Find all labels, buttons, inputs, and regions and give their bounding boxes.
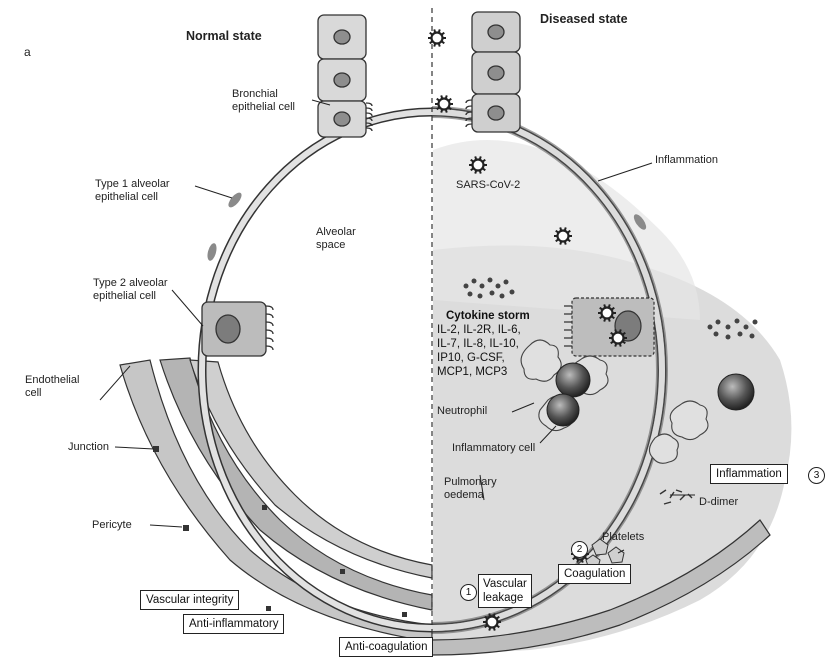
box-vascular-leakage: Vascular leakage [478,574,532,608]
panel-letter: a [24,46,31,59]
step-number-3: 3 [808,467,825,484]
label-type1: Type 1 alveolar epithelial cell [95,178,170,204]
label-bronchial: Bronchial epithelial cell [232,88,295,114]
step-number-2: 2 [571,541,588,558]
label-junction: Junction [68,441,109,454]
label-alveolar-space: Alveolar space [316,226,356,252]
normal-state-title: Normal state [186,30,262,43]
label-platelets: Platelets [602,531,644,544]
box-inflammation: Inflammation [710,464,788,484]
type2-cell-normal [202,302,273,356]
step-number-1: 1 [460,584,477,601]
label-inflammation-top: Inflammation [655,154,718,167]
label-d-dimer: D-dimer [699,496,738,509]
box-coagulation: Coagulation [558,564,631,584]
label-sars: SARS-CoV-2 [456,179,520,192]
virus-particle [428,29,446,46]
label-cytokine-title: Cytokine storm [446,309,530,323]
bronchial-cells-diseased [466,12,520,132]
box-anti-coagulation: Anti-coagulation [339,637,433,657]
label-pulmonary-oedema: Pulmonary oedema [444,476,497,502]
bronchial-cells-normal [318,15,372,137]
label-pericyte: Pericyte [92,519,132,532]
label-type2: Type 2 alveolar epithelial cell [93,277,168,303]
label-inflammatory-cell: Inflammatory cell [452,442,535,455]
box-anti-inflammatory: Anti-inflammatory [183,614,284,634]
label-cytokine-list: IL-2, IL-2R, IL-6, IL-7, IL-8, IL-10, IP… [437,323,521,379]
label-neutrophil: Neutrophil [437,405,487,418]
label-endothelial: Endothelial cell [25,374,79,400]
diseased-state-title: Diseased state [540,13,628,26]
box-vascular-integrity: Vascular integrity [140,590,239,610]
